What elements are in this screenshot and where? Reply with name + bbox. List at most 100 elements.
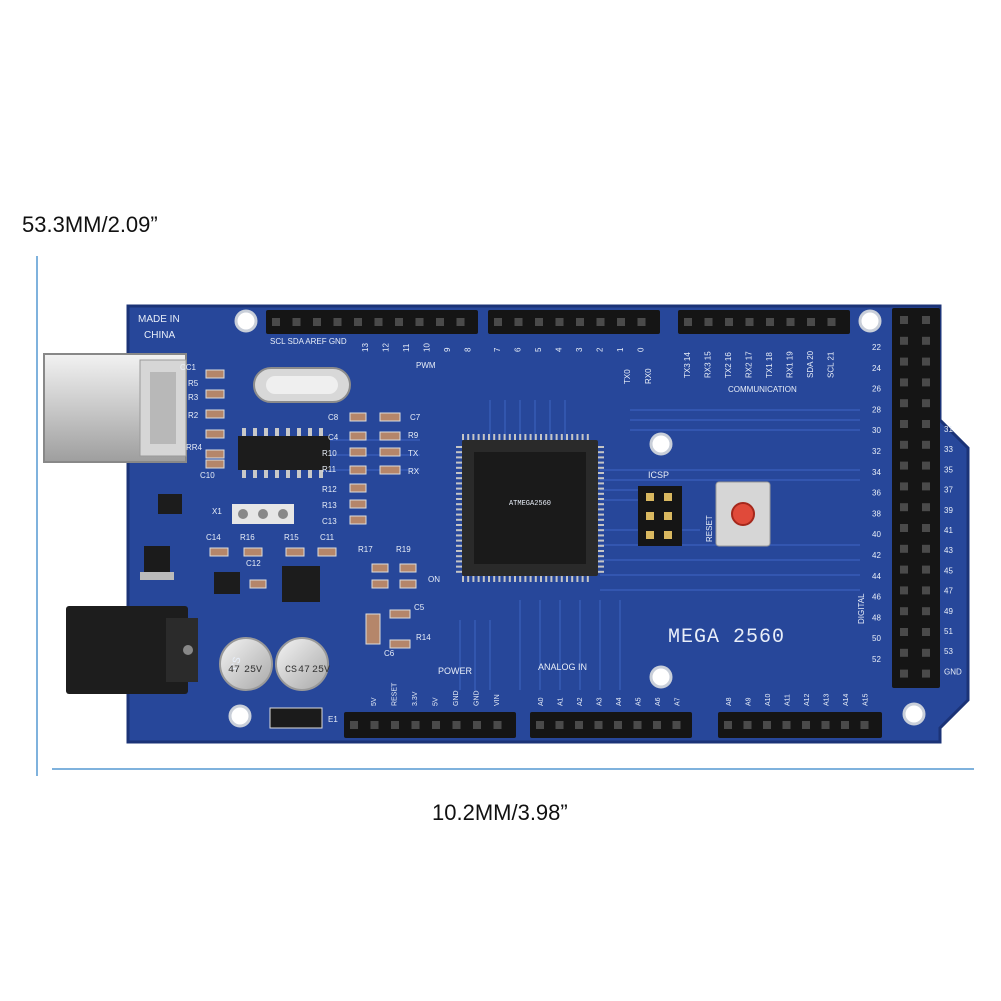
svg-text:25V: 25V <box>312 665 330 676</box>
pin-label: 26 <box>872 385 881 394</box>
pin-label: 52 <box>872 655 881 664</box>
pin-label: 35 <box>944 465 953 474</box>
svg-text:ATMEGA2560: ATMEGA2560 <box>509 500 551 508</box>
pin-label: 30 <box>872 426 881 435</box>
pin-label: 46 <box>872 593 881 602</box>
smd-components <box>205 369 417 649</box>
svg-text:MEGA 2560: MEGA 2560 <box>668 626 785 649</box>
svg-text:CHINA: CHINA <box>144 330 175 341</box>
capacitor-1: CS <box>219 637 273 691</box>
usb-connector <box>43 353 187 463</box>
pin-label: A1 <box>558 697 565 706</box>
pin-label: 8 <box>464 347 473 352</box>
pin-label: 37 <box>944 486 953 495</box>
pin-label: SDA 20 <box>806 350 815 378</box>
pin-label: 5V <box>371 697 378 706</box>
pin-label: TX3 14 <box>683 352 692 378</box>
component-label: C6 <box>384 649 395 658</box>
pin-label: RX2 17 <box>745 351 754 378</box>
pin-label: SCL 21 <box>827 351 836 378</box>
icsp-header <box>638 486 682 546</box>
header-analog-a <box>530 712 692 738</box>
component-label: R2 <box>188 411 199 420</box>
pin-label: A12 <box>804 693 811 706</box>
pin-label: A3 <box>597 697 604 706</box>
diode-e1 <box>269 707 323 729</box>
pin-label: RX3 15 <box>704 351 713 378</box>
pin-label: 9 <box>443 347 452 352</box>
component-label: C7 <box>410 413 421 422</box>
component-label: C8 <box>328 413 339 422</box>
header-top-left <box>266 310 478 334</box>
pin-label: TX2 16 <box>724 352 733 378</box>
svg-text:RESET: RESET <box>705 515 714 542</box>
pin-label: 7 <box>493 347 502 352</box>
pin-label: A9 <box>746 697 753 706</box>
pin-label: 44 <box>872 572 881 581</box>
component-label: CC1 <box>180 363 197 372</box>
pin-label: TX1 18 <box>765 352 774 378</box>
component-label: C14 <box>206 533 221 542</box>
pin-label: 51 <box>944 627 953 636</box>
pin-label: 4 <box>555 347 564 352</box>
pin-label: A2 <box>577 697 584 706</box>
component-label: R16 <box>240 533 255 542</box>
pin-label: A4 <box>616 697 623 706</box>
pin-label: 31 <box>944 425 953 434</box>
component-label: C4 <box>328 433 339 442</box>
pin-label: RX0 <box>644 368 653 384</box>
pin-label: 45 <box>944 566 953 575</box>
pin-label: A11 <box>785 694 792 706</box>
pin-label: 6 <box>514 347 523 352</box>
header-right-pins <box>900 316 930 678</box>
header-top-left-pins <box>272 318 465 326</box>
width-dimension-label: 10.2MM/3.98” <box>432 800 568 825</box>
pin-label: A7 <box>675 697 682 706</box>
component-label: R17 <box>358 545 373 554</box>
component-label: RX <box>408 467 420 476</box>
pin-label: 28 <box>872 405 881 414</box>
pin-label: 41 <box>944 526 953 535</box>
pin-label: 0 <box>637 347 646 352</box>
pin-label: 47 <box>944 587 953 596</box>
header-analog-b <box>718 712 882 738</box>
component-label: R11 <box>322 465 337 474</box>
component-label: C10 <box>200 471 215 480</box>
component-label: R10 <box>322 449 337 458</box>
pin-label: 42 <box>872 551 881 560</box>
pin-label: 11 <box>402 343 411 352</box>
header-power <box>344 712 516 738</box>
component-label: RR4 <box>186 443 203 452</box>
pin-label: A6 <box>655 697 662 706</box>
header-bottom-pins <box>350 721 869 729</box>
pin-label: 38 <box>872 509 881 518</box>
component-label: C12 <box>246 559 261 568</box>
header-top-right-pins <box>684 318 836 326</box>
pin-label: 22 <box>872 343 881 352</box>
crystal-oscillator <box>253 367 351 403</box>
voltage-regulator <box>140 546 174 580</box>
pin-label: SCL SDA AREF GND <box>270 337 347 346</box>
component-label: R14 <box>416 633 431 642</box>
height-dimension-label: 53.3MM/2.09” <box>22 212 158 237</box>
pin-label: GND <box>474 690 481 706</box>
svg-text:MADE IN: MADE IN <box>138 314 180 325</box>
pin-label: 10 <box>423 343 432 352</box>
pin-label: A0 <box>538 697 545 706</box>
pin-label: VIN <box>494 694 501 706</box>
pin-label: A8 <box>726 697 733 706</box>
svg-text:DIGITAL: DIGITAL <box>857 593 866 624</box>
dc-power-jack <box>66 606 198 694</box>
pin-label: 36 <box>872 489 881 498</box>
component-label: C13 <box>322 517 337 526</box>
component-label: C11 <box>320 533 335 542</box>
component-label: R12 <box>322 485 337 494</box>
header-top-mid <box>488 310 660 334</box>
pin-label: 13 <box>361 343 370 352</box>
svg-text:CS: CS <box>285 665 297 676</box>
reset-button <box>715 481 771 547</box>
usb-chip-legs <box>242 428 323 478</box>
pin-label: 5V <box>433 697 440 706</box>
silkscreen-labels: MADE IN CHINA MEGA 2560 ICSP RESET PWM C… <box>138 314 866 676</box>
